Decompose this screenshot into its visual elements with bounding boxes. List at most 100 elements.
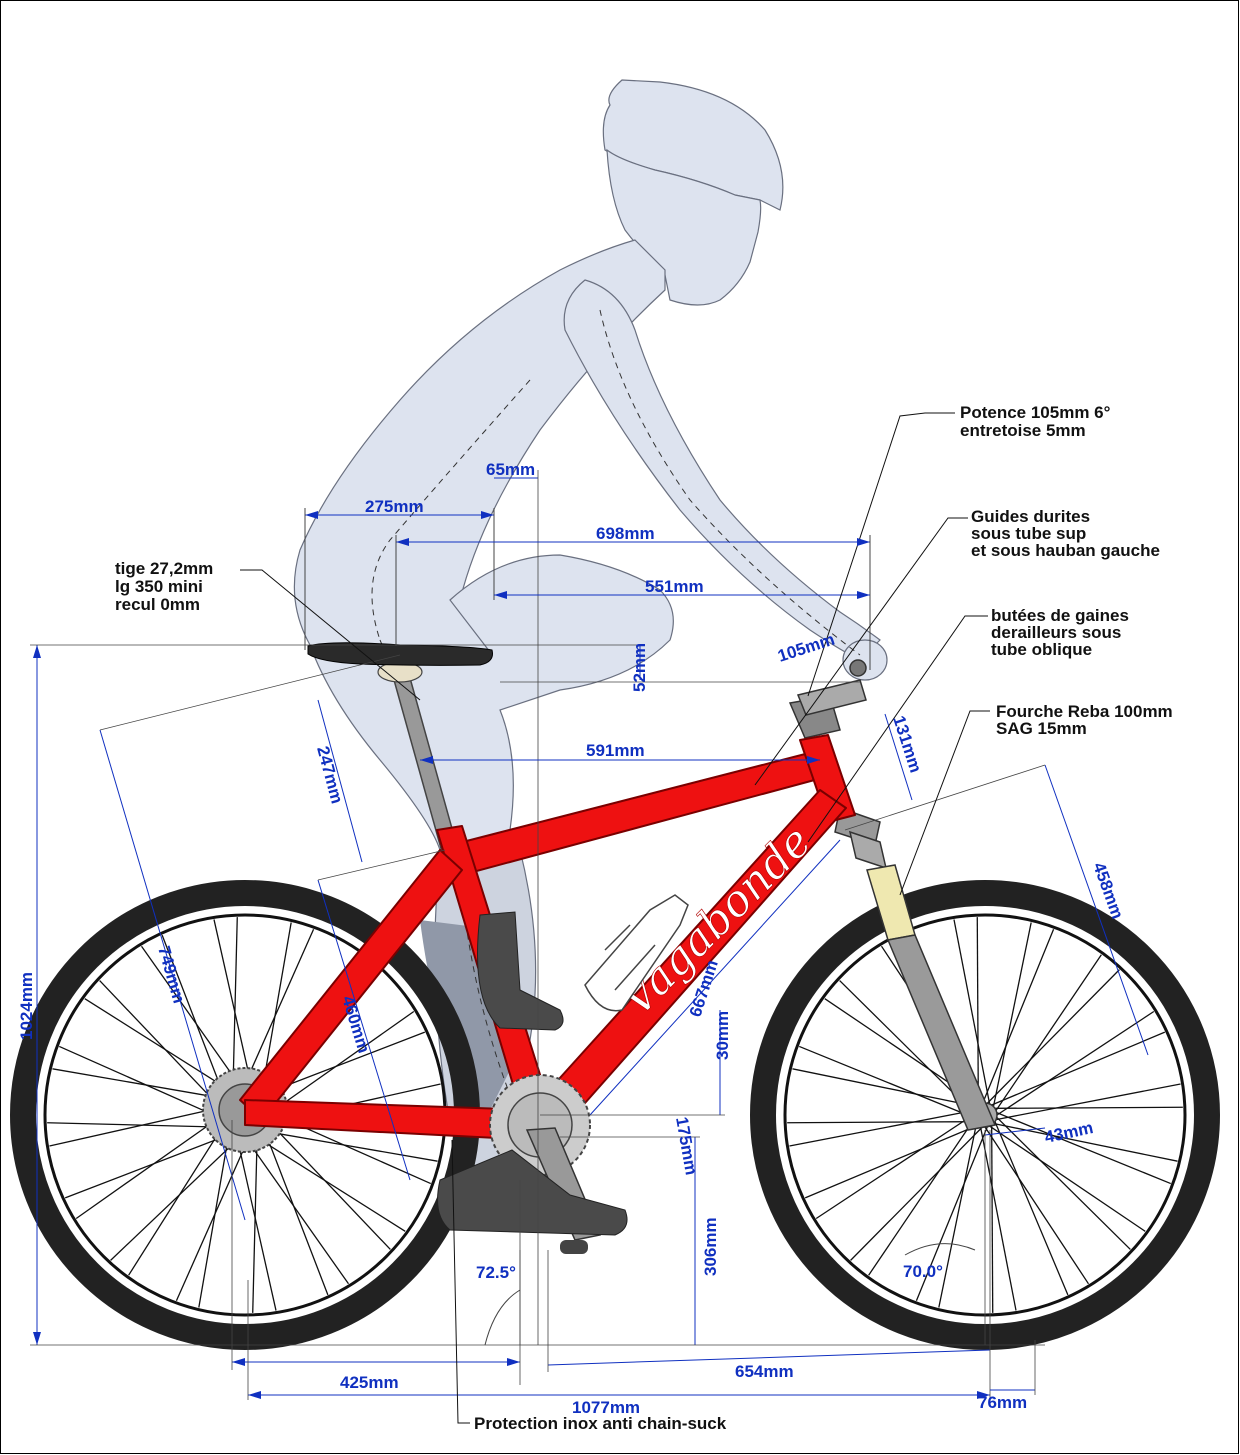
dim-275: 275mm (365, 497, 424, 516)
spoke (58, 1045, 224, 1120)
dim-stack: 1024mm (17, 972, 36, 1040)
dim-591: 591mm (586, 741, 645, 760)
spoke (244, 1136, 350, 1285)
spoke (989, 1125, 1146, 1232)
rear-shoe (477, 911, 564, 1031)
hand (842, 639, 888, 681)
dim-76: 76mm (978, 1393, 1027, 1412)
spoke (815, 1114, 974, 1220)
spoke (953, 919, 991, 1105)
dim-698: 698mm (596, 524, 655, 543)
upper-leg (309, 554, 674, 851)
note-seatpost-3: recul 0mm (115, 595, 200, 614)
spoke (99, 980, 224, 1112)
note-cable-2: derailleurs sous (991, 623, 1121, 642)
spoke (995, 1083, 1181, 1121)
dim-425: 425mm (340, 1373, 399, 1392)
spoke (110, 1136, 242, 1261)
spoke (991, 1124, 994, 1313)
spoke (232, 917, 238, 1097)
dim-654: 654mm (735, 1362, 794, 1381)
water-bottle (584, 894, 689, 1012)
spoke (996, 1010, 1155, 1116)
spoke (982, 929, 1055, 1104)
dim-30: 30mm (713, 1011, 732, 1060)
spoke (64, 1132, 234, 1199)
head (606, 148, 762, 306)
spoke (986, 969, 1120, 1104)
note-hose-1: Guides durites (971, 507, 1090, 526)
spoke (996, 1116, 1131, 1250)
spoke (140, 945, 246, 1094)
spoke (84, 998, 237, 1096)
note-hose-3: et sous hauban gauche (971, 541, 1160, 560)
note-hose-2: sous tube sup (971, 524, 1086, 543)
spoke (984, 1126, 1090, 1285)
spoke (976, 917, 979, 1106)
spoke (266, 1010, 415, 1116)
spoke (787, 1121, 976, 1124)
spoke (850, 1126, 984, 1261)
spoke (49, 1105, 225, 1147)
dim-105: 105mm (775, 630, 837, 666)
dim-head-angle: 70.0° (903, 1262, 943, 1281)
dim-seat-angle: 72.5° (476, 1263, 516, 1282)
note-cable-1: butées de gaines (991, 606, 1129, 625)
note-cable-3: tube oblique (991, 640, 1092, 659)
rear-wheel (10, 880, 480, 1350)
dim-52: 52mm (630, 643, 649, 692)
spoke (252, 1133, 258, 1313)
dim-460: 460mm (338, 994, 373, 1056)
spoke (128, 1123, 226, 1276)
spoke (915, 1126, 988, 1301)
dim-175: 175mm (672, 1115, 701, 1176)
spoke (75, 1114, 224, 1220)
note-stem-1: Potence 105mm 6° (960, 403, 1111, 422)
spoke (260, 1129, 438, 1162)
note-stem-2: entretoise 5mm (960, 421, 1086, 440)
spoke (804, 1124, 979, 1199)
spoke (266, 1118, 391, 1250)
annotation-notes: tige 27,2mm lg 350 mini recul 0mm Potenc… (115, 403, 1173, 1433)
spoke (996, 1112, 1171, 1185)
frame (239, 734, 856, 1141)
spoke (235, 1135, 277, 1311)
spoke (262, 1126, 329, 1296)
saddle (307, 642, 493, 666)
dim-551: 551mm (645, 577, 704, 596)
spoke (994, 1106, 1183, 1109)
spoke (161, 934, 228, 1104)
note-seatpost-1: tige 27,2mm (115, 559, 213, 578)
dim-65: 65mm (486, 460, 535, 479)
spoke (991, 1031, 1166, 1106)
spoke (868, 1119, 975, 1276)
stem (788, 659, 867, 739)
dim-247: 247mm (313, 744, 347, 806)
spoke (799, 1045, 974, 1118)
dim-306: 306mm (701, 1217, 720, 1276)
spoke (938, 1123, 978, 1308)
spoke (993, 1122, 1178, 1162)
arrowheads (33, 511, 990, 1399)
note-seatpost-2: lg 350 mini (115, 577, 203, 596)
spoke (994, 1121, 1069, 1296)
note-fork-1: Fourche Reba 100mm (996, 702, 1173, 721)
spoke (789, 1109, 975, 1147)
rear-spokes (47, 917, 443, 1313)
spoke (992, 922, 1032, 1107)
dimension-lines (30, 470, 1149, 1405)
note-fork-2: SAG 15mm (996, 719, 1087, 738)
fork-lower (886, 934, 997, 1131)
spoke (995, 954, 1102, 1111)
annotation-leaders (240, 412, 990, 1424)
suspension-fork (834, 807, 997, 1131)
front-shoe (437, 1149, 628, 1236)
spoke (253, 1134, 406, 1232)
spoke (979, 1125, 1017, 1311)
spoke (175, 1136, 250, 1302)
spoke (213, 919, 255, 1095)
spoke (47, 1122, 227, 1128)
dim-1077: 1077mm (572, 1398, 640, 1417)
